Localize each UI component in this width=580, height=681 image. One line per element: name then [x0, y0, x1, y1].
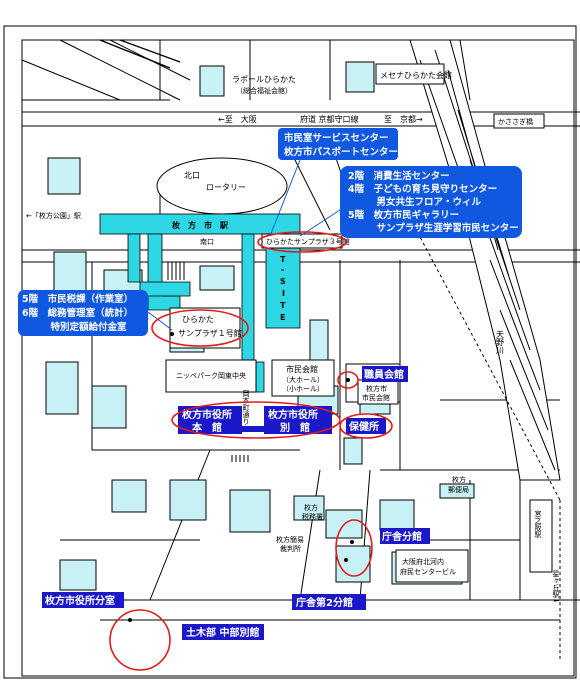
floors-callout: 2階 消費生活センター 4階 子どもの育ち見守りセンター 男女共生フロア・ウィル…: [299, 166, 522, 238]
kasasagi-box: [493, 113, 545, 129]
kaikan-small-label: （小ホール）: [282, 384, 324, 393]
kasasagi-label: かささぎ橋: [498, 117, 533, 126]
zeimusho-label-a: 枚方: [304, 503, 318, 512]
svg-text:枚方市役所: 枚方市役所: [182, 408, 232, 421]
marker-dots: [128, 332, 354, 622]
kaikan-label: 市民会館: [286, 364, 318, 374]
city-hall-link: [242, 426, 264, 432]
osaka-label-b: 府民センタービル: [400, 567, 456, 576]
svg-text:男女共生フロア・ウィル: 男女共生フロア・ウィル: [348, 196, 482, 208]
crosswalk: [167, 262, 249, 462]
svg-text:保健所: 保健所: [348, 420, 379, 433]
shimin-hall-label-b: 市民会館: [362, 393, 390, 402]
post-office-label-a: 枚方: [452, 475, 466, 484]
svg-text:E: E: [280, 313, 285, 322]
svg-text:I: I: [282, 289, 285, 298]
svg-text:庁舎第2分館: 庁舎第2分館: [295, 596, 353, 609]
svg-text:本 館: 本 館: [192, 421, 222, 434]
station-label: 枚 方 市 駅: [171, 220, 229, 230]
labor-label: ラポールひらかた: [232, 75, 296, 84]
hirakata-park-label: ←「枚方公園」駅: [26, 211, 81, 220]
shokuin-box: 職員会館: [362, 366, 408, 382]
svg-text:T: T: [280, 301, 286, 310]
svg-text:枚方市役所: 枚方市役所: [268, 408, 318, 421]
service-callout: 市民室サービスセンター 枚方市パスポートセンター: [269, 128, 398, 237]
svg-text:特別定額給付金室: 特別定額給付金室: [22, 321, 127, 333]
svg-text:S: S: [280, 277, 286, 286]
zeimusho-label-b: 税務署: [302, 512, 323, 521]
osaka-label-a: 大阪府北河内: [402, 557, 444, 566]
court-label-a: 枚方簡易: [276, 535, 304, 544]
doboku-box: 土木部 中部別館: [182, 624, 264, 640]
bunshitsu-box: 枚方市役所分室: [42, 592, 124, 608]
bunkan-box: 庁舎分館: [380, 528, 430, 544]
route-left-label: ←至 大阪: [218, 114, 257, 124]
svg-text:2階 消費生活センター: 2階 消費生活センター: [348, 170, 450, 182]
svg-text:庁舎分館: 庁舎分館: [381, 530, 422, 543]
svg-text:5階 枚方市民ギャラリー: 5階 枚方市民ギャラリー: [348, 209, 459, 221]
tax-callout: 5階 市民税課（作業室） 6階 総務管理室（統計） 特別定額給付金室: [18, 290, 173, 336]
shimin-hall-label-a: 枚方市: [366, 384, 387, 393]
labor-sub-label: （総合福祉会館）: [236, 86, 292, 95]
mesena-box: [375, 63, 445, 85]
north-exit-label: 北口: [184, 171, 200, 180]
svg-text:-: -: [281, 265, 284, 274]
nippon-label: ニッペパーク岡東中央: [176, 371, 246, 380]
south-exit-label: 南口: [200, 237, 214, 246]
route-mid-label: 府道 京都守口線: [300, 114, 359, 124]
svg-text:土木部 中部別館: 土木部 中部別館: [186, 626, 259, 639]
svg-text:枚方市役所分室: 枚方市役所分室: [45, 594, 115, 607]
svg-text:職員会館: 職員会館: [364, 368, 404, 381]
sanplaza3-box: [261, 233, 343, 249]
red-highlights: [109, 231, 393, 671]
court-label-b: 裁判所: [280, 544, 301, 553]
sanplaza1-label-b: サンプラザ１号館: [178, 328, 242, 338]
svg-text:市民室サービスセンター: 市民室サービスセンター: [284, 132, 389, 144]
tsite-label: T - S I T E: [280, 255, 286, 322]
svg-text:別 館: 別 館: [279, 421, 310, 434]
honkan-box: 枚方市役所 本 館: [178, 406, 242, 434]
miyanosaka-label: 宮之阪駅: [534, 509, 542, 539]
miyanosaka-arrow-label: 星ヶ丘駅↓: [552, 570, 560, 604]
dai2-box: 庁舎第2分館: [292, 594, 366, 610]
map-inner-frame: [21, 39, 575, 677]
river-label: 天野川: [496, 330, 505, 354]
railway-right: [394, 189, 561, 660]
svg-text:6階 総務管理室（統計）: 6階 総務管理室（統計）: [22, 307, 133, 319]
svg-text:5階 市民税課（作業室）: 5階 市民税課（作業室）: [22, 293, 133, 305]
sanplaza3-label: ひらかたサンプラザ３号館: [266, 237, 350, 246]
bekkan-box: 枚方市役所 別 館: [264, 406, 332, 434]
svg-text:枚方市パスポートセンター: 枚方市パスポートセンター: [284, 146, 398, 158]
pedestrian-deck: [99, 213, 301, 393]
post-office-label-b: 郵便局: [448, 485, 469, 494]
mesena-label: メセナひらかた会館: [380, 70, 452, 80]
hokenjo-box: 保健所: [346, 418, 386, 434]
sanplaza1-label-a: ひらかた: [182, 315, 214, 324]
rotary-label: ロータリー: [206, 183, 246, 192]
okada-label: 岡本町通り: [242, 390, 250, 425]
keihan-railway: [99, 39, 181, 69]
svg-text:4階 子どもの育ち見守りセンター: 4階 子どもの育ち見守りセンター: [348, 183, 497, 195]
svg-text:サンプラザ生涯学習市民センター: サンプラザ生涯学習市民センター: [348, 222, 519, 234]
svg-text:T: T: [280, 255, 286, 264]
route-right-label: 至 京都→: [384, 114, 423, 124]
kaikan-big-label: （大ホール）: [282, 375, 324, 384]
